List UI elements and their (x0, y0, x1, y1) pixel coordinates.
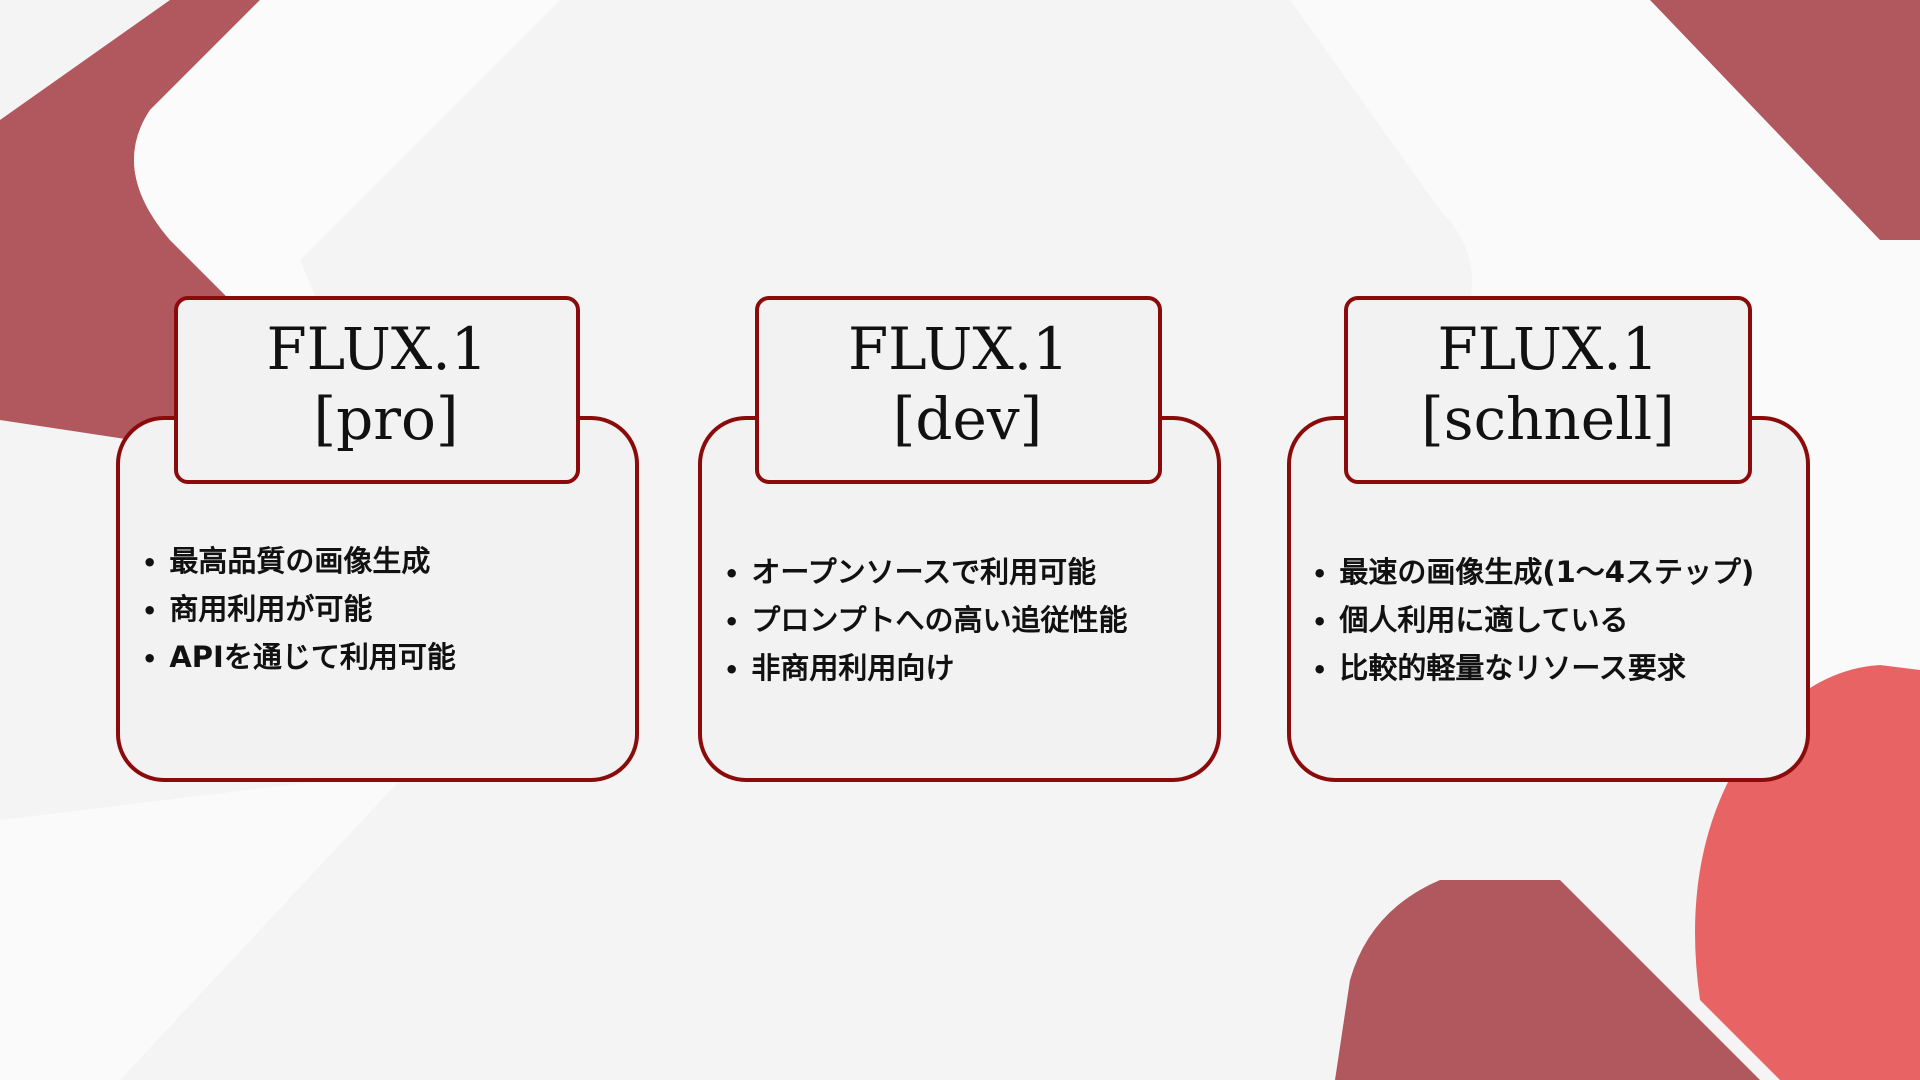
list-item: 最高品質の画像生成 (142, 538, 456, 586)
list-item: 最速の画像生成(1～4ステップ) (1312, 549, 1754, 597)
list-item: APIを通じて利用可能 (142, 634, 456, 682)
shape-red-bottom-right (1335, 880, 1760, 1080)
list-item: 商用利用が可能 (142, 586, 456, 634)
card-variant: [dev] (892, 385, 1043, 453)
card-header: FLUX.1 [schnell] (1344, 296, 1752, 484)
list-item: プロンプトへの高い追従性能 (724, 597, 1127, 645)
card-title: FLUX.1 (1437, 315, 1659, 383)
list-item: 比較的軽量なリソース要求 (1312, 645, 1754, 693)
shape-red-top-right (1650, 0, 1920, 240)
card-header: FLUX.1 [pro] (174, 296, 580, 484)
card-variant: [schnell] (1421, 385, 1675, 453)
card-variant: [pro] (313, 385, 459, 453)
card-header: FLUX.1 [dev] (755, 296, 1162, 484)
list-item: オープンソースで利用可能 (724, 549, 1127, 597)
list-item: 非商用利用向け (724, 645, 1127, 693)
feature-list: 最速の画像生成(1～4ステップ) 個人利用に適している 比較的軽量なリソース要求 (1312, 549, 1754, 693)
feature-list: オープンソースで利用可能 プロンプトへの高い追従性能 非商用利用向け (724, 549, 1127, 693)
shape-white-top-left (134, 0, 560, 450)
card-title: FLUX.1 (847, 315, 1070, 383)
card-title: FLUX.1 (266, 315, 488, 383)
feature-list: 最高品質の画像生成 商用利用が可能 APIを通じて利用可能 (142, 538, 456, 682)
shape-red-top-left (0, 0, 380, 470)
list-item: 個人利用に適している (1312, 597, 1754, 645)
shape-white-bottom-left (0, 780, 400, 1080)
